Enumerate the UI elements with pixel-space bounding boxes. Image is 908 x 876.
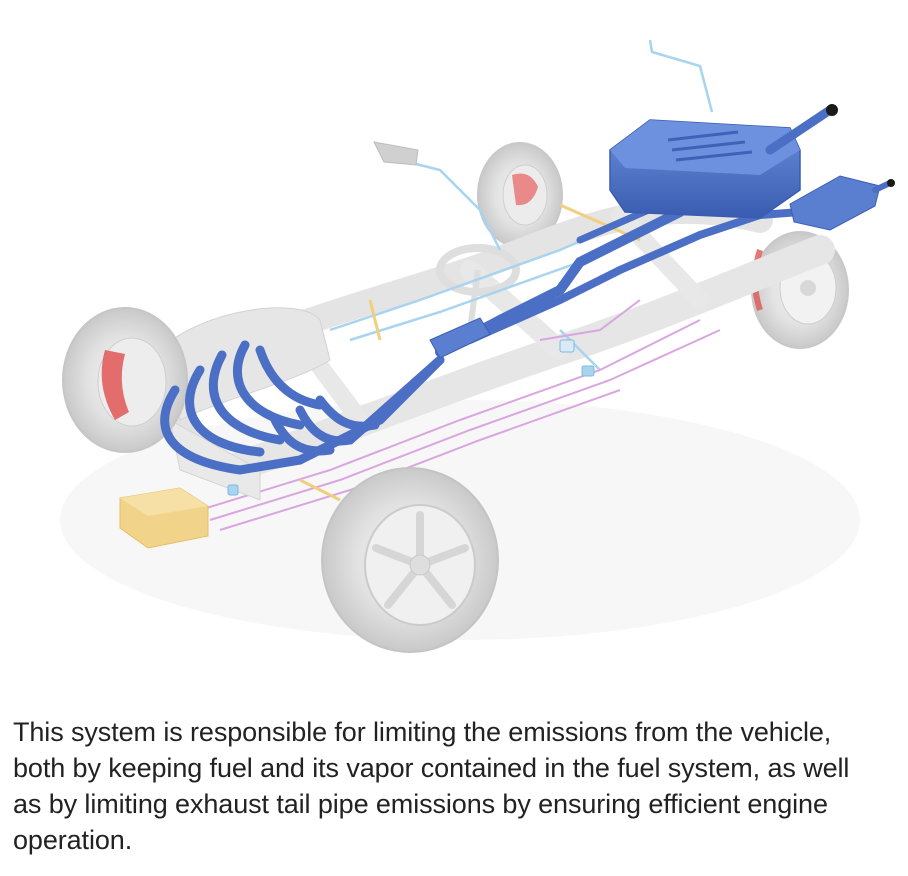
front-right-wheel [321,467,499,653]
fuel-filler-neck [765,104,838,155]
engine-block [159,307,331,501]
wiring-harness [199,299,721,531]
front-left-wheel [62,307,188,453]
muffler [789,175,895,231]
description-caption: This system is responsible for limiting … [13,717,850,855]
catalytic-converter [429,317,491,359]
exhaust-headers [160,340,445,475]
vehicle-emissions-system-illustration [60,39,895,653]
oxygen-sensors [227,339,595,496]
charcoal-canister [119,487,209,549]
fuel-tank [609,119,801,219]
purge-valve-bracket [373,141,419,166]
